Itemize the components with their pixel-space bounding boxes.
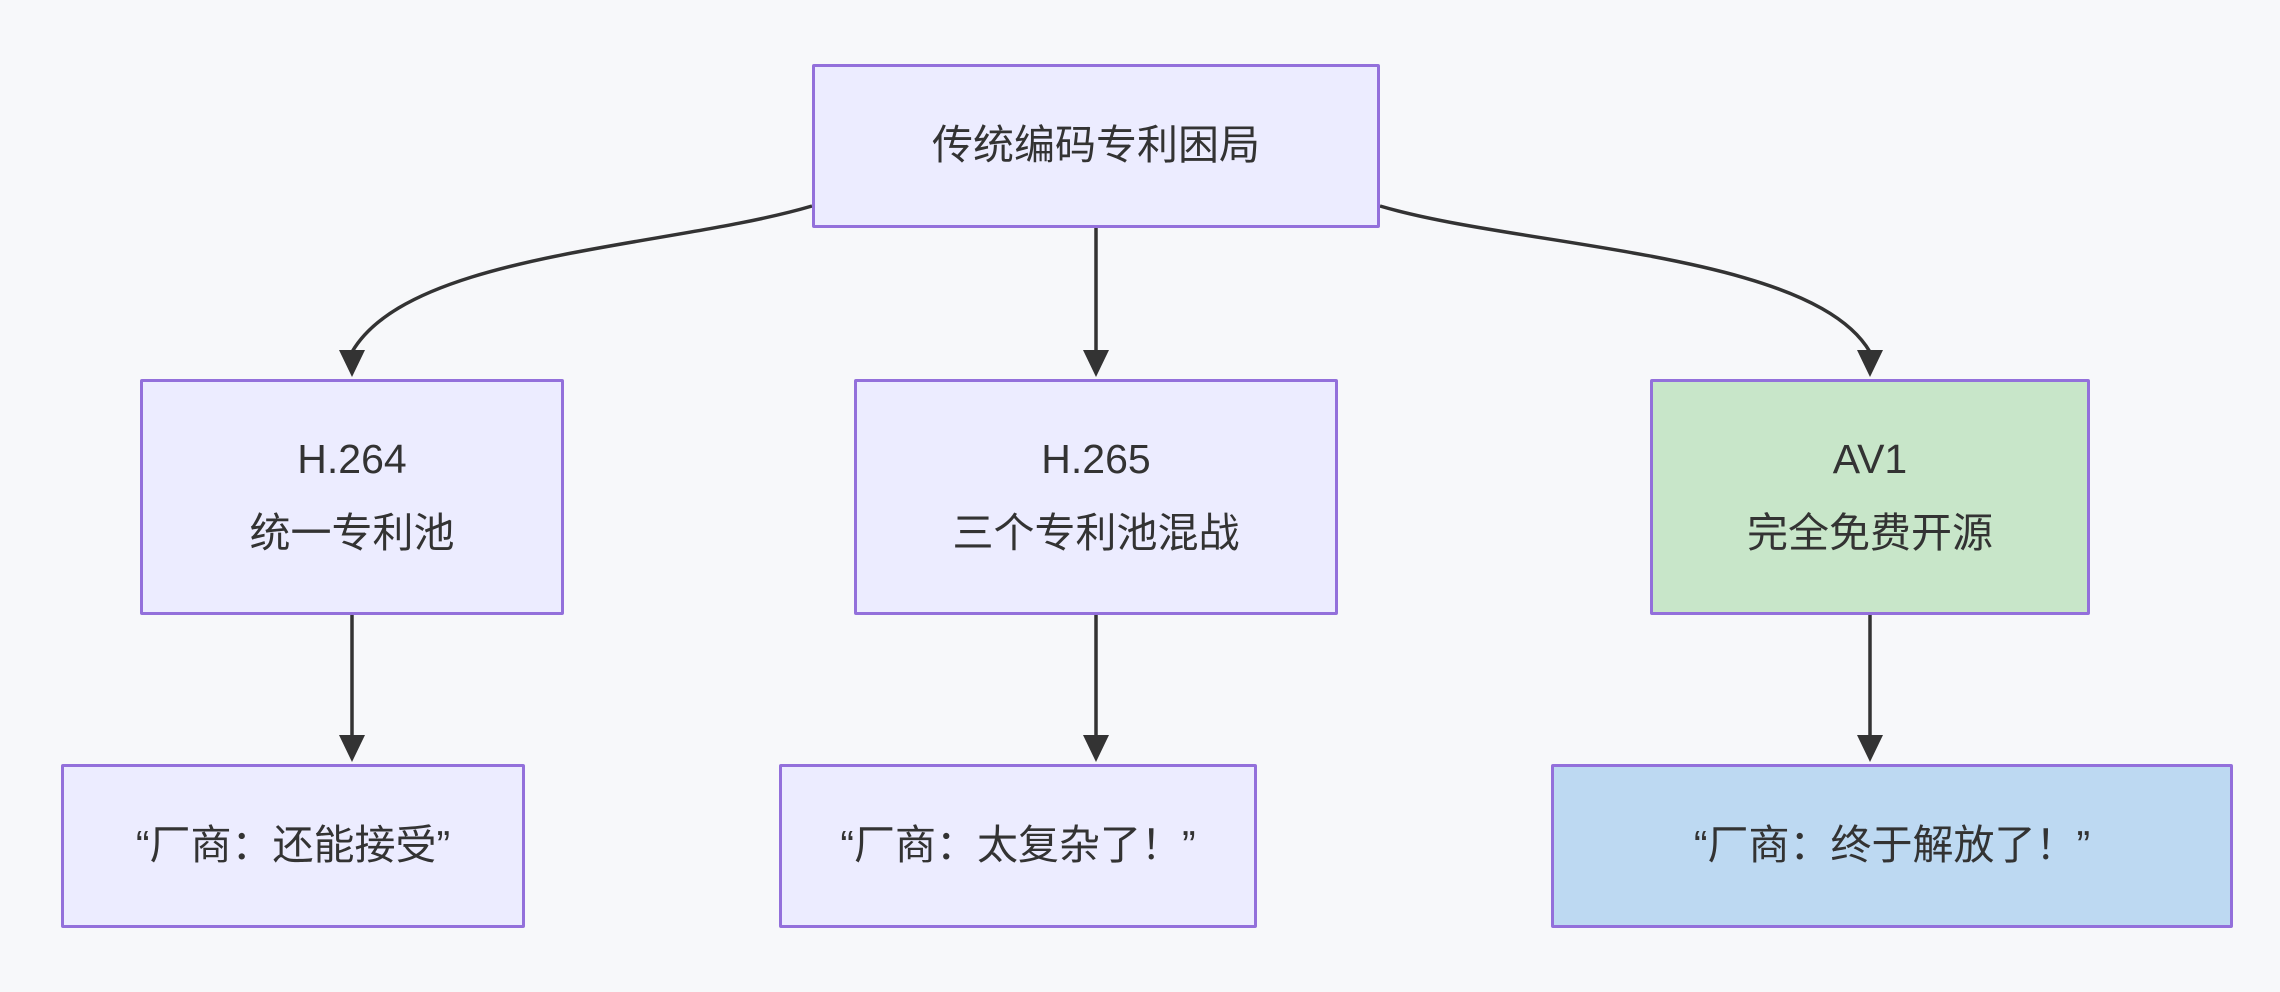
edge-h264-to-verdict bbox=[339, 615, 365, 762]
edge-root-to-h265 bbox=[1083, 228, 1109, 377]
edge-root-to-h264 bbox=[339, 204, 813, 377]
node-label-title: AV1 bbox=[1832, 436, 1908, 483]
edge-av1-to-verdict bbox=[1857, 615, 1883, 762]
node-patent-dilemma: 传统编码专利困局 bbox=[812, 64, 1380, 228]
node-label: 传统编码专利困局 bbox=[932, 122, 1260, 169]
edge-root-to-av1 bbox=[1379, 204, 1883, 377]
node-label: “厂商：太复杂了！” bbox=[840, 822, 1196, 869]
arrowhead-icon bbox=[339, 350, 365, 377]
node-label-subtitle: 三个专利池混战 bbox=[952, 510, 1240, 556]
node-label-subtitle: 统一专利池 bbox=[249, 510, 455, 556]
node-h264: H.264 统一专利池 bbox=[140, 379, 564, 615]
node-label-subtitle: 完全免费开源 bbox=[1747, 510, 1993, 556]
node-h265: H.265 三个专利池混战 bbox=[854, 379, 1338, 615]
node-h264-verdict: “厂商：还能接受” bbox=[61, 764, 525, 928]
node-label: “厂商：还能接受” bbox=[135, 822, 451, 869]
node-label-title: H.265 bbox=[1041, 436, 1151, 483]
node-av1-verdict: “厂商：终于解放了！” bbox=[1551, 764, 2233, 928]
edge-h265-to-verdict bbox=[1083, 615, 1109, 762]
arrowhead-icon bbox=[1857, 735, 1883, 762]
node-h265-verdict: “厂商：太复杂了！” bbox=[779, 764, 1257, 928]
arrowhead-icon bbox=[1083, 735, 1109, 762]
node-label-title: H.264 bbox=[297, 436, 407, 483]
arrowhead-icon bbox=[339, 735, 365, 762]
arrowhead-icon bbox=[1857, 350, 1883, 377]
node-label: “厂商：终于解放了！” bbox=[1693, 822, 2091, 869]
node-av1: AV1 完全免费开源 bbox=[1650, 379, 2090, 615]
arrowhead-icon bbox=[1083, 350, 1109, 377]
